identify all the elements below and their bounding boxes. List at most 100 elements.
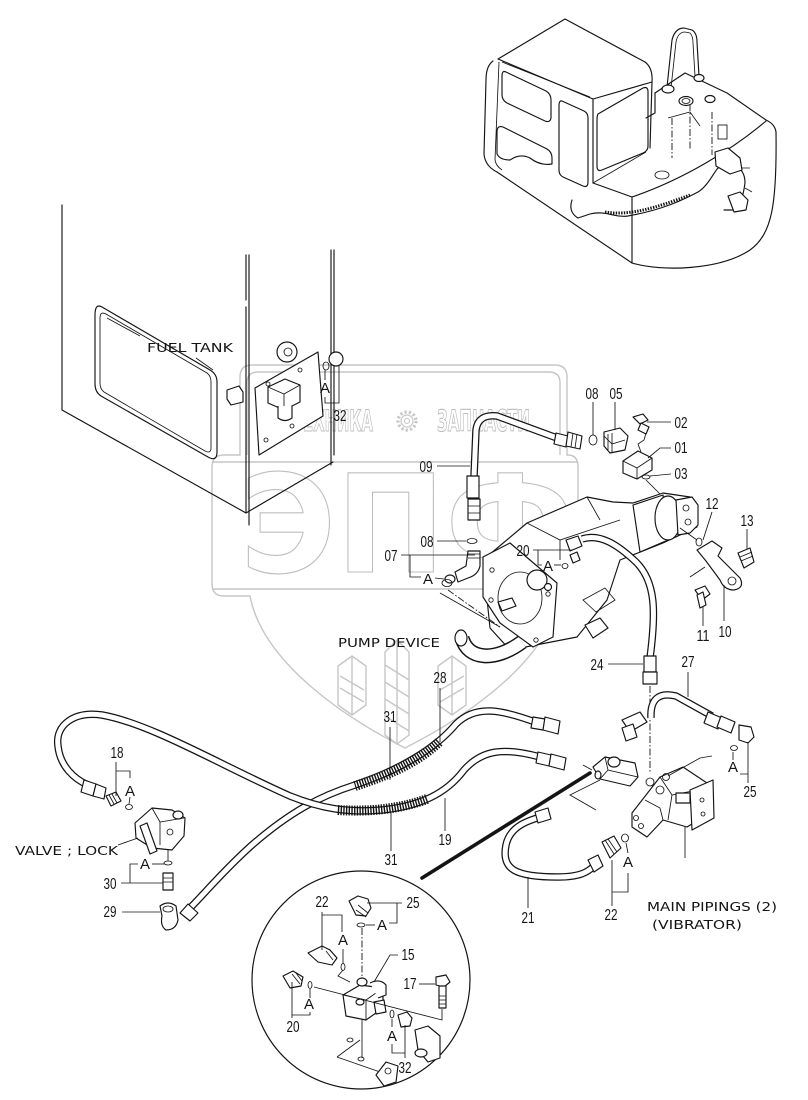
leader-20 (533, 549, 572, 566)
inset-leader-22 (321, 912, 343, 950)
cab-window-front-lower (496, 125, 553, 165)
cab-window-front-upper (501, 70, 552, 123)
inset-leader-15 (373, 954, 398, 983)
callout-label: 22 (605, 907, 618, 924)
detail-marker-a: A (623, 854, 633, 871)
callout-label: 32 (334, 408, 347, 425)
fitting-13 (737, 547, 755, 569)
adapter-05 (603, 427, 629, 454)
protector-31-lower (336, 794, 429, 816)
detail-marker-a: A (320, 380, 330, 397)
detail-marker-a: A (377, 917, 387, 934)
banjo-10 (696, 540, 743, 591)
callout-label: 25 (744, 784, 757, 801)
counterweight (631, 119, 777, 269)
callout-label: 03 (675, 466, 688, 483)
callout-label: 29 (104, 904, 117, 921)
watermark-wheat-ornament (337, 639, 467, 745)
callout-label: 31 (385, 852, 398, 869)
callout-label: 21 (522, 910, 535, 927)
inset-detail (251, 870, 471, 1090)
mounting-bracket (689, 779, 715, 831)
pump-port-fitting (565, 535, 583, 552)
detail-marker-a: A (140, 856, 150, 873)
pump-left-fittings (441, 538, 481, 587)
callout-label: 13 (741, 513, 754, 530)
caption-fuel-tank: FUEL TANK (147, 340, 234, 355)
leader-18 (115, 762, 131, 796)
protector-31-upper (353, 738, 443, 791)
o-ring-08b (466, 538, 478, 544)
hose-09 (466, 412, 583, 521)
caption-pump-device: PUMP DEVICE (338, 635, 440, 650)
detail-marker-a: A (304, 996, 314, 1013)
callout-label: 32 (399, 1060, 412, 1077)
fitting-22 (601, 835, 622, 859)
lock-lever (139, 822, 158, 855)
callout-label: 30 (104, 876, 117, 893)
leader-07 (401, 554, 475, 578)
fuel-tank-assembly (61, 204, 344, 526)
leader-30 (121, 863, 163, 884)
gauge-icon (276, 341, 298, 363)
elbow-25 (738, 724, 755, 744)
callout-label: 17 (404, 976, 417, 993)
main-pipings-valve (527, 663, 749, 908)
callout-label: 31 (384, 709, 397, 726)
inset-leader-32 (391, 1025, 406, 1058)
detail-marker-a: A (338, 932, 348, 949)
pump-shaft (497, 597, 517, 612)
fitting-30 (162, 872, 174, 891)
detail-marker-a: A (728, 759, 738, 776)
block-01 (622, 450, 653, 480)
callout-label: 12 (706, 496, 719, 513)
leader-12 (702, 511, 713, 541)
cab-door-window (558, 100, 589, 188)
leader-a-fuel (324, 365, 340, 404)
callout-labels: 08 05 02 01 03 09 12 13 08 07 20 11 10 2… (104, 386, 757, 1077)
upper-structure-bottom (496, 171, 633, 264)
leader-25 (740, 742, 749, 783)
fuel-tank-top (654, 72, 767, 121)
leader-03 (649, 473, 672, 477)
filler-cap-icon (661, 84, 675, 94)
caption-valve-lock: VALVE ; LOCK (15, 843, 119, 858)
elbow-29 (159, 902, 179, 931)
callout-label: 07 (385, 548, 398, 565)
callout-label: 08 (421, 534, 434, 551)
callout-label: 05 (610, 386, 623, 403)
callout-label: 18 (111, 745, 124, 762)
callout-label: 22 (316, 894, 329, 911)
fuel-tank-window (94, 305, 218, 460)
captions: FUEL TANK PUMP DEVICE VALVE ; LOCK MAIN … (15, 317, 777, 932)
callout-label: 11 (697, 628, 710, 645)
handrail (666, 27, 700, 88)
callout-label: 02 (675, 415, 688, 432)
fitting-32 (328, 351, 344, 367)
elbow-07 (454, 550, 481, 583)
inset-leader-25 (367, 902, 402, 924)
fuel-tank-outline (61, 204, 334, 514)
gear-icon (396, 410, 418, 432)
pump-outlet-port (584, 617, 609, 639)
callout-label: 28 (434, 670, 447, 687)
detail-marker-a: A (387, 1028, 397, 1045)
detail-marker-a: A (125, 783, 135, 800)
valve-cap (675, 792, 691, 804)
callout-label: 09 (420, 459, 433, 476)
hydraulic-harness (570, 165, 746, 219)
callout-label: 20 (517, 543, 530, 560)
hose-27 (621, 691, 755, 751)
leader-01 (647, 447, 671, 459)
callout-label: 08 (586, 386, 599, 403)
pump-right-fittings (679, 511, 755, 626)
hose-21 (501, 807, 604, 881)
leader-22 (611, 860, 629, 906)
caption-vibrator: (VIBRATOR) (652, 917, 742, 932)
cab-side-window (596, 86, 649, 172)
caption-main-pipings: MAIN PIPINGS (2) (647, 899, 777, 914)
callout-label: 15 (402, 947, 415, 964)
top-fittings (588, 402, 672, 498)
